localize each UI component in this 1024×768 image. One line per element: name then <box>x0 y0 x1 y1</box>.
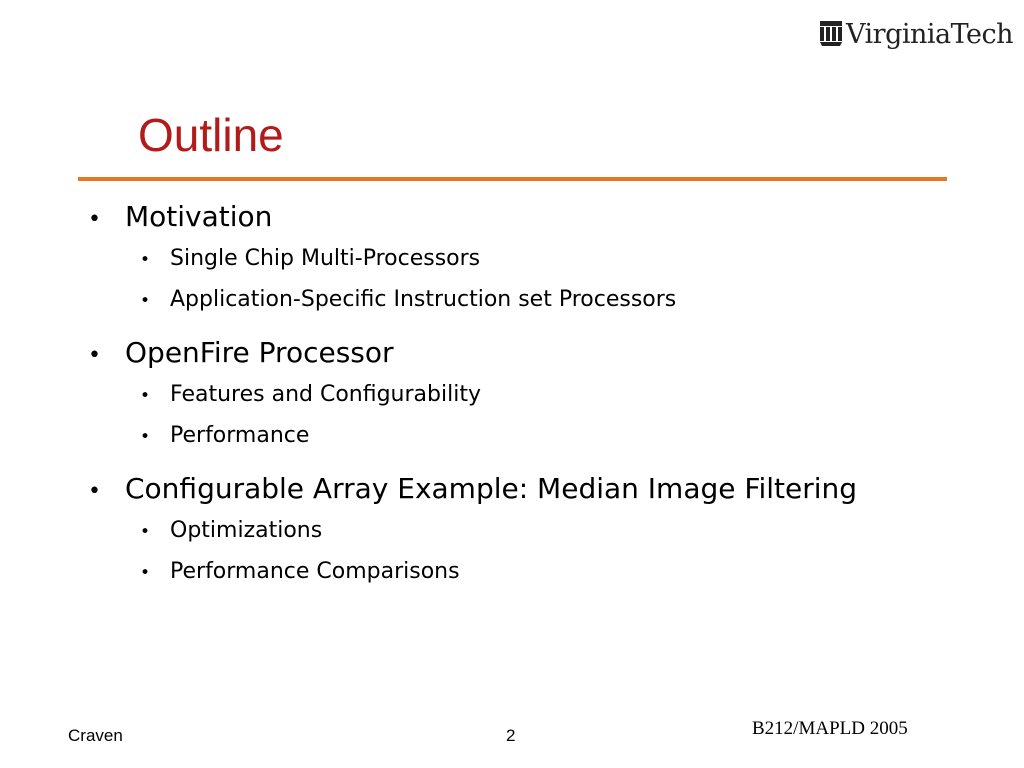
outline-item-label: OpenFire Processor <box>125 336 394 369</box>
outline-item: • Motivation • Single Chip Multi-Process… <box>86 200 986 336</box>
outline-subitem: • Performance <box>138 423 986 464</box>
bullet-icon: • <box>88 207 101 232</box>
title-divider <box>78 177 947 181</box>
footer-event: B212/MAPLD 2005 <box>752 718 908 739</box>
slide-title: Outline <box>138 109 284 161</box>
bullet-icon: • <box>140 291 151 311</box>
outline-sublist: • Optimizations • Performance Comparison… <box>86 518 986 608</box>
outline-subitem: • Performance Comparisons <box>138 559 986 600</box>
outline-subitem: • Optimizations <box>138 518 986 559</box>
vt-shield-icon <box>820 21 842 46</box>
outline-sublist: • Single Chip Multi-Processors • Applica… <box>86 246 986 336</box>
outline-sublist: • Features and Configurability • Perform… <box>86 382 986 472</box>
outline-item: • OpenFire Processor • Features and Conf… <box>86 336 986 472</box>
bullet-icon: • <box>88 479 101 504</box>
footer-author: Craven <box>68 726 123 745</box>
bullet-icon: • <box>140 386 151 406</box>
outline-subitem-label: Optimizations <box>170 518 323 543</box>
bullet-icon: • <box>140 522 151 542</box>
outline-subitem: • Application-Specific Instruction set P… <box>138 287 986 328</box>
outline-subitem-label: Application-Specific Instruction set Pro… <box>170 287 677 312</box>
outline-subitem-label: Performance Comparisons <box>170 559 460 584</box>
outline-subitem-label: Features and Configurability <box>170 382 481 407</box>
outline-subitem: • Single Chip Multi-Processors <box>138 246 986 287</box>
outline-item-label: Configurable Array Example: Median Image… <box>125 472 858 505</box>
outline-item-label: Motivation <box>125 200 273 233</box>
outline-item: • Configurable Array Example: Median Ima… <box>86 472 986 608</box>
bullet-icon: • <box>140 427 151 447</box>
footer-page-number: 2 <box>506 726 516 745</box>
outline-list: • Motivation • Single Chip Multi-Process… <box>86 200 986 608</box>
outline-subitem-label: Performance <box>170 423 310 448</box>
virginia-tech-logo: VirginiaTech <box>818 14 1014 54</box>
outline-subitem-label: Single Chip Multi-Processors <box>170 246 481 271</box>
logo-text: VirginiaTech <box>846 18 1014 50</box>
outline-subitem: • Features and Configurability <box>138 382 986 423</box>
bullet-icon: • <box>140 250 151 270</box>
bullet-icon: • <box>140 563 151 583</box>
bullet-icon: • <box>88 343 101 368</box>
